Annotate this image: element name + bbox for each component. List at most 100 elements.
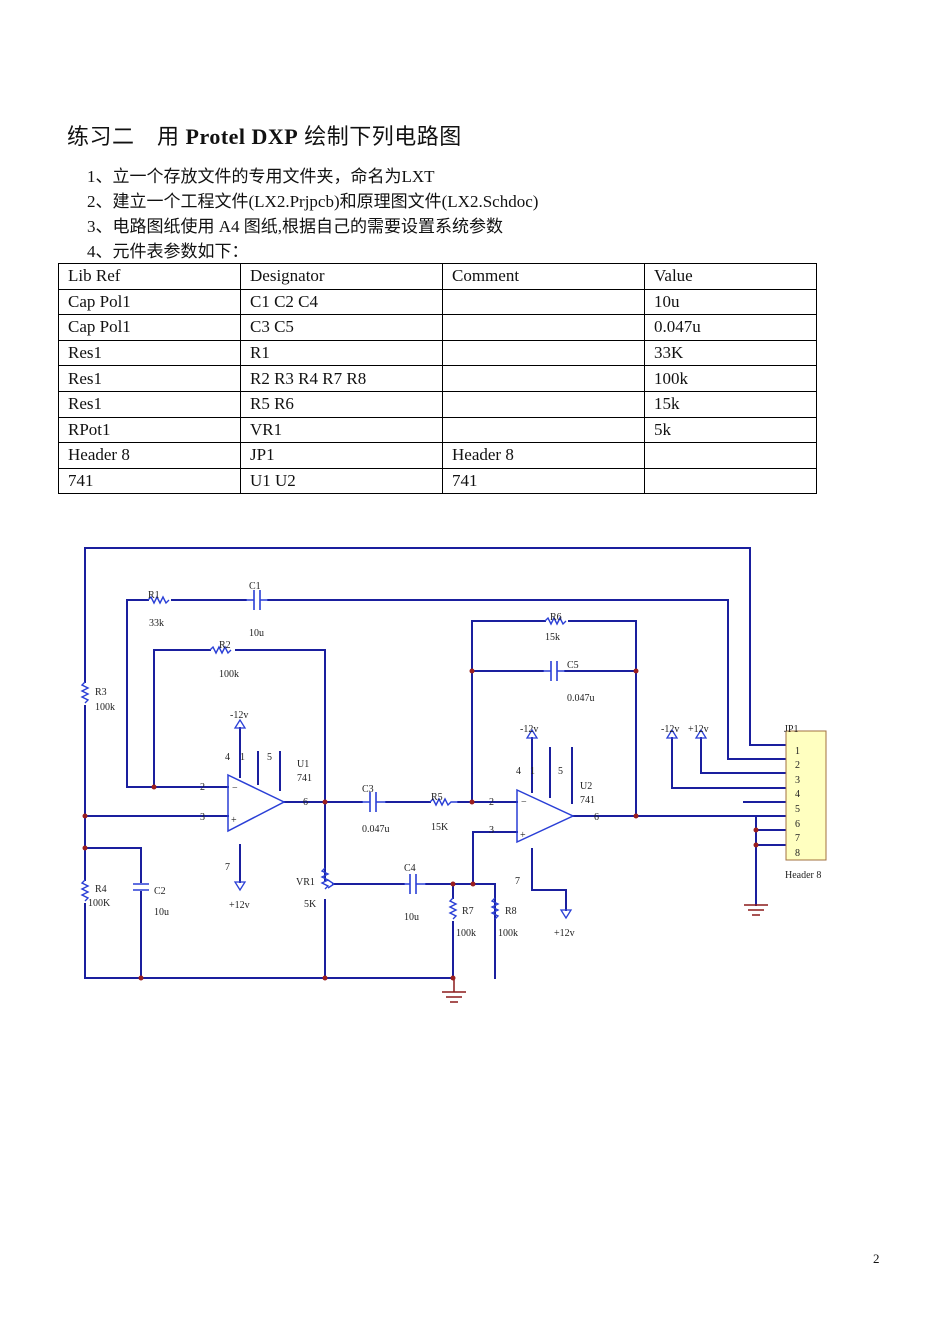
c5-capacitor xyxy=(543,661,565,681)
r2-resistor xyxy=(209,645,232,655)
junction-dot xyxy=(470,881,476,887)
c3-capacitor xyxy=(362,792,386,812)
u2-pin-label: 5 xyxy=(558,766,563,777)
u1-pin-label: 5 xyxy=(267,752,272,763)
jp1-pin-label: 8 xyxy=(795,848,800,859)
instruction-item: 3、电路图纸使用 A4 图纸,根据自己的需要设置系统参数 xyxy=(87,217,504,236)
instruction-list: 1、立一个存放文件的专用文件夹，命名为LXT 2、建立一个工程文件(LX2.Pr… xyxy=(87,164,538,264)
junction-dot xyxy=(633,668,639,674)
r8-resistor xyxy=(490,897,500,920)
jp1-label: JP1 xyxy=(784,724,798,735)
r4-label: R4 xyxy=(95,884,107,895)
u2-pos-supply-symbol xyxy=(559,909,573,920)
c2-value: 10u xyxy=(154,907,169,918)
table-cell: Res1 xyxy=(58,365,241,392)
vr1-wiper-arrow xyxy=(327,879,335,889)
junction-dot xyxy=(82,845,88,851)
u2-pin-label: 6 xyxy=(594,812,599,823)
u1-pos-supply-symbol xyxy=(233,881,247,892)
u1-pin-label: 3 xyxy=(200,812,205,823)
jp1-pin-label: 2 xyxy=(795,760,800,771)
vr1-label: VR1 xyxy=(296,877,315,888)
u1-pin-label: 4 xyxy=(225,752,230,763)
component-table: Lib Ref Designator Comment Value Cap Pol… xyxy=(58,263,817,495)
u2-pin-label: 2 xyxy=(489,797,494,808)
jp-pos-supply-symbol xyxy=(694,728,708,739)
r4-value: 100K xyxy=(88,898,111,909)
u1-pos-supply-label: +12v xyxy=(229,900,250,911)
c1-capacitor xyxy=(246,590,268,610)
r2-label: R2 xyxy=(219,640,231,651)
u1-pin-label: 6 xyxy=(303,797,308,808)
table-cell: U1 U2 xyxy=(240,467,443,495)
table-cell: 0.047u xyxy=(644,314,817,341)
r3-label: R3 xyxy=(95,687,107,698)
table-cell: Res1 xyxy=(58,390,241,418)
table-cell: 741 xyxy=(442,467,645,495)
u2-pin-label: 4 xyxy=(516,766,521,777)
instruction-item: 4、元件表参数如下： xyxy=(87,242,249,261)
jp1-pin-label: 1 xyxy=(795,746,800,757)
u1-label: U1 xyxy=(297,759,309,770)
jp1-pin-label: 4 xyxy=(795,789,800,800)
junction-dot xyxy=(469,799,475,805)
jp-neg-supply-label: -12v xyxy=(661,724,679,735)
u2-neg-supply-label: -12v xyxy=(520,724,538,735)
table-header-cell: Designator xyxy=(240,263,443,290)
vr1-value: 5K xyxy=(304,899,317,910)
c1-label: C1 xyxy=(249,581,261,592)
r5-label: R5 xyxy=(431,792,443,803)
table-cell: 10u xyxy=(644,288,817,316)
u2-pin-label: 1 xyxy=(530,766,535,777)
wires xyxy=(84,547,787,979)
r8-value: 100k xyxy=(498,928,518,939)
ground-icon xyxy=(744,904,768,916)
schematic-labels: R1 33k C1 10u R2 100k R3 100k R4 100K C2… xyxy=(88,581,821,939)
table-cell: Cap Pol1 xyxy=(58,288,241,316)
junction-dot xyxy=(82,813,88,819)
r6-value: 15k xyxy=(545,632,560,643)
c3-label: C3 xyxy=(362,784,374,795)
vr1-potentiometer xyxy=(320,867,330,890)
junction-dot xyxy=(469,668,475,674)
junction-dot xyxy=(753,842,759,848)
r1-label: R1 xyxy=(148,590,160,601)
u1-inverting-sign: − xyxy=(232,783,238,794)
c2-capacitor xyxy=(133,883,149,891)
jp-pos-supply-label: +12v xyxy=(688,724,709,735)
u2-pin-label: 3 xyxy=(489,825,494,836)
junction-dot xyxy=(633,813,639,819)
u1-neg-supply-label: -12v xyxy=(230,710,248,721)
c1-value: 10u xyxy=(249,628,264,639)
r6-label: R6 xyxy=(550,612,562,623)
table-cell: 33K xyxy=(644,339,817,367)
u1-pin-label: 1 xyxy=(240,752,245,763)
title-bold: Protel DXP xyxy=(185,124,299,149)
table-cell: C1 C2 C4 xyxy=(240,288,443,316)
power-symbols xyxy=(233,718,708,920)
r1-resistor xyxy=(147,595,170,605)
table-header-cell: Comment xyxy=(442,263,645,290)
r4-resistor xyxy=(80,879,90,902)
table-cell: R1 xyxy=(240,339,443,367)
c2-label: C2 xyxy=(154,886,166,897)
u2-pos-supply-label: +12v xyxy=(554,928,575,939)
r3-resistor xyxy=(80,681,90,704)
table-cell: 741 xyxy=(58,467,241,495)
u2-pin-label: 7 xyxy=(515,876,520,887)
r5-resistor xyxy=(429,797,458,807)
table-cell: JP1 xyxy=(240,442,443,469)
u2-opamp-symbol xyxy=(516,788,575,844)
r6-resistor xyxy=(544,616,567,626)
u2-label: U2 xyxy=(580,781,592,792)
capacitors xyxy=(133,590,565,894)
table-cell: C3 C5 xyxy=(240,314,443,341)
table-cell: 100k xyxy=(644,365,817,392)
r7-label: R7 xyxy=(462,906,474,917)
u1-neg-supply-symbol xyxy=(233,718,247,729)
r3-value: 100k xyxy=(95,702,115,713)
